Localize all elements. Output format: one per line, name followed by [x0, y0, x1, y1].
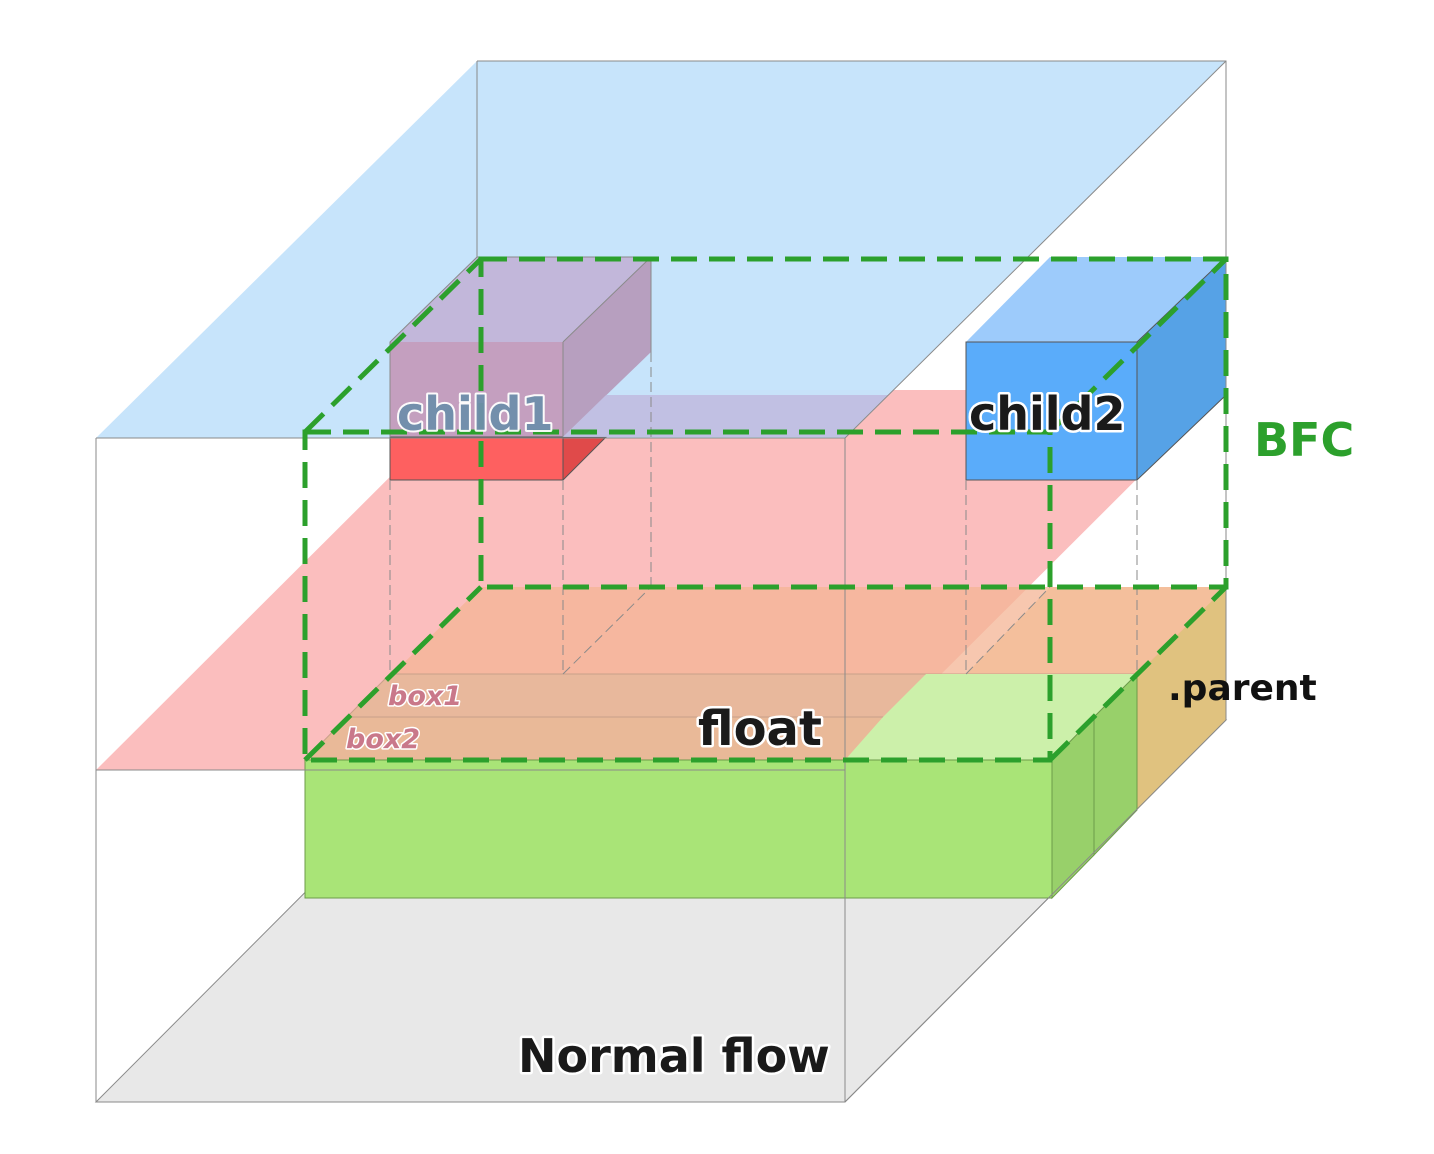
- green-box-side-2: [1093, 672, 1138, 857]
- child1-side-upper: [563, 257, 651, 437]
- child2-projection-diag: [965, 586, 1051, 675]
- normal-flow-label: Normal flow: [518, 1029, 830, 1083]
- outer-cube-bottom-right: [844, 719, 1227, 1103]
- top-plane-purple-band: [563, 395, 888, 437]
- child1-edge-b: [562, 256, 652, 343]
- bfc-edge-tl: [303, 257, 483, 434]
- child1-label: child1: [397, 387, 554, 441]
- parent-label: .parent: [1168, 668, 1317, 709]
- box1-label: box1: [388, 681, 462, 712]
- bfc-edge-bl: [303, 585, 483, 762]
- child1-front-red: [389, 436, 564, 481]
- box2-green-strip: [845, 717, 1094, 760]
- bfc-edge-tr: [1048, 257, 1228, 434]
- child1-front-upper: [390, 342, 563, 437]
- box1-green-strip: [883, 674, 1137, 717]
- child2-label: child2: [969, 387, 1126, 441]
- child1-projection-diag: [562, 586, 652, 675]
- bfc-edge-br: [1048, 585, 1228, 762]
- float-plane: [96, 390, 1226, 770]
- bfc-label: BFC: [1254, 413, 1354, 467]
- green-box-front: [304, 759, 1053, 899]
- float-label: float: [698, 701, 822, 757]
- box2-label: box2: [346, 724, 420, 755]
- child2-top: [966, 257, 1226, 342]
- parent-box-side: [1137, 587, 1226, 810]
- outer-cube-top-right: [844, 60, 1227, 439]
- top-plane: [96, 61, 1226, 438]
